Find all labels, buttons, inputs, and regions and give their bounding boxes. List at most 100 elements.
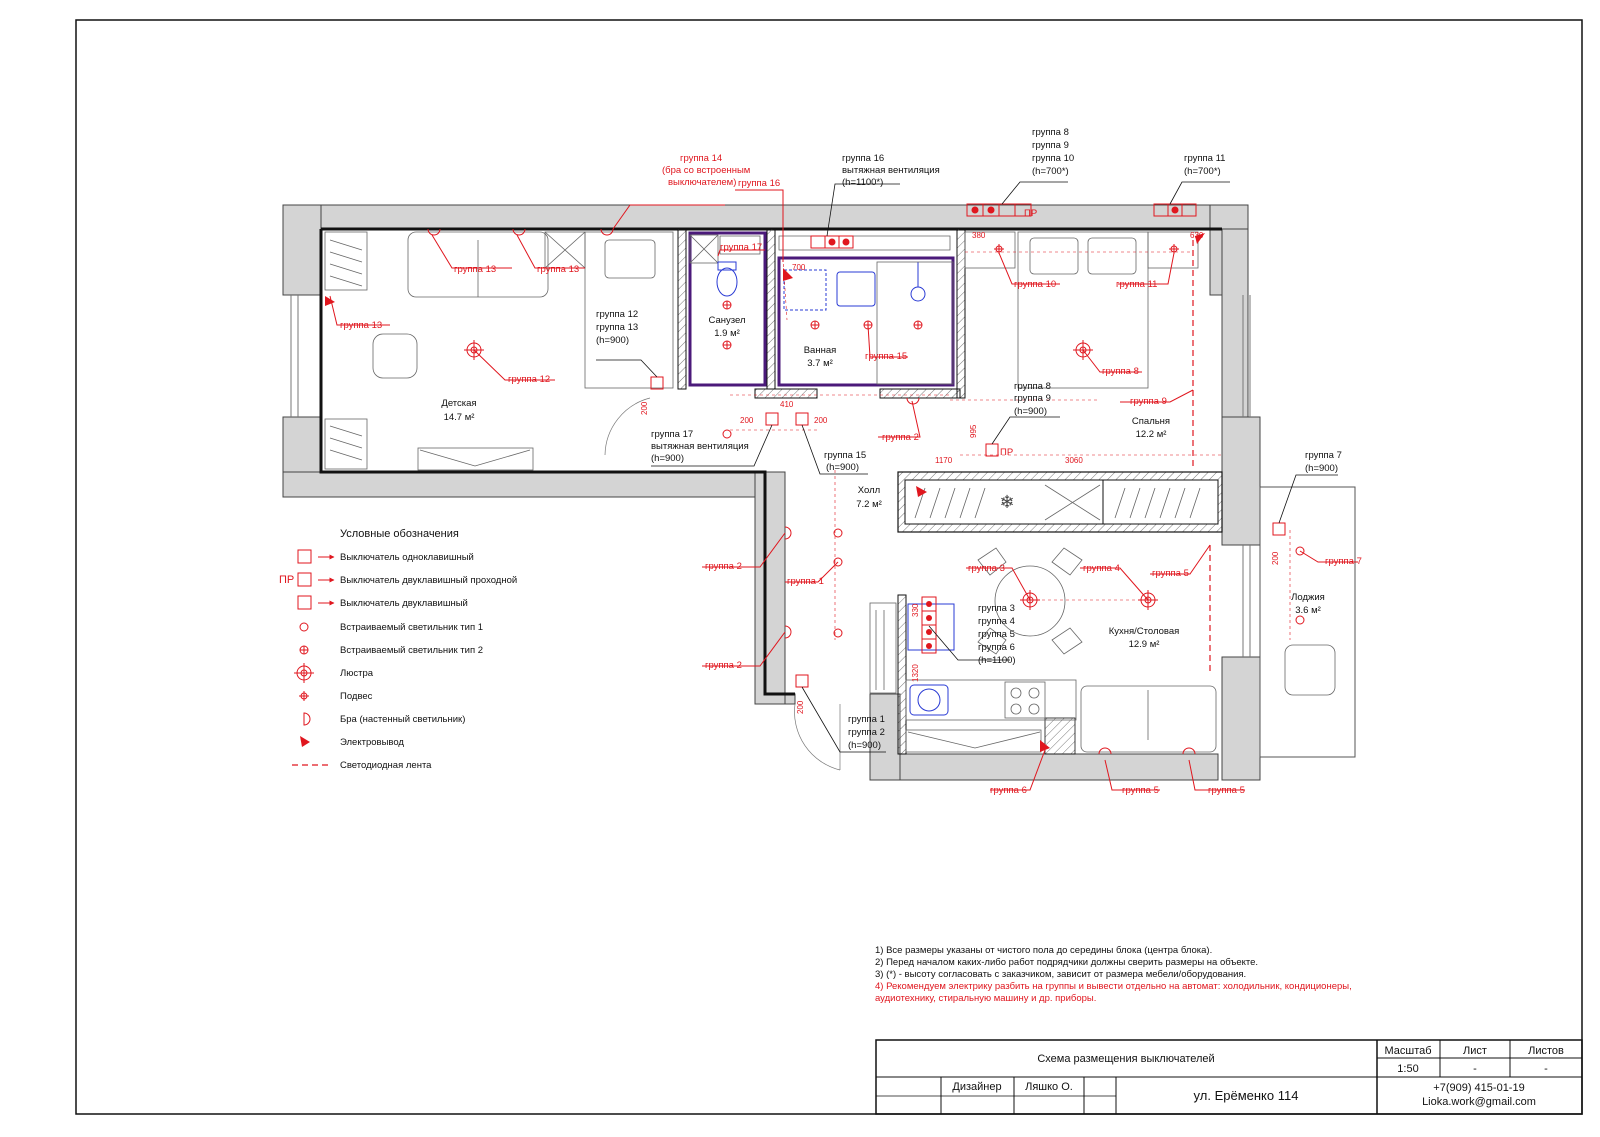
led-strips bbox=[730, 240, 1291, 675]
email: Lioka.work@gmail.com bbox=[1422, 1096, 1536, 1108]
svg-text:группа 4: группа 4 bbox=[978, 616, 1015, 627]
switches bbox=[650, 203, 1286, 688]
svg-text:группа 2: группа 2 bbox=[705, 660, 742, 671]
outer-walls bbox=[282, 204, 1261, 781]
svg-text:группа 3: группа 3 bbox=[978, 603, 1015, 614]
group-labels: группа 14 (бра со встроенным выключателе… bbox=[340, 127, 1362, 796]
svg-text:(h=900): (h=900) bbox=[596, 335, 629, 346]
svg-text:группа 5: группа 5 bbox=[1122, 785, 1159, 796]
black-leaders bbox=[596, 181, 1338, 753]
svg-text:группа 16: группа 16 bbox=[842, 153, 884, 164]
phone: +7(909) 415-01-19 bbox=[1433, 1082, 1524, 1094]
light-fixtures bbox=[325, 228, 1305, 755]
svg-text:группа 3: группа 3 bbox=[968, 563, 1005, 574]
svg-text:380: 380 bbox=[972, 231, 986, 240]
furniture: ❄ bbox=[324, 231, 1336, 771]
svg-text:группа 15: группа 15 bbox=[865, 351, 907, 362]
group-leaders bbox=[329, 189, 1358, 791]
svg-text:Встраиваемый светильник тип 2: Встраиваемый светильник тип 2 bbox=[340, 645, 483, 656]
svg-text:7.2 м²: 7.2 м² bbox=[856, 499, 882, 510]
svg-text:группа 6: группа 6 bbox=[978, 642, 1015, 653]
svg-text:Выключатель двуклавишный: Выключатель двуклавишный bbox=[340, 598, 468, 609]
svg-text:Санузел: Санузел bbox=[708, 315, 745, 326]
svg-text:200: 200 bbox=[1271, 551, 1280, 565]
address: ул. Ерёменко 114 bbox=[1194, 1088, 1299, 1103]
svg-text:группа 8: группа 8 bbox=[1014, 381, 1051, 392]
svg-text:(h=700*): (h=700*) bbox=[1184, 166, 1221, 177]
svg-text:3.7 м²: 3.7 м² bbox=[807, 358, 833, 369]
svg-text:группа 12: группа 12 bbox=[508, 374, 550, 385]
svg-text:группа 5: группа 5 bbox=[1152, 568, 1189, 579]
svg-text:2) Перед началом каких-либо ра: 2) Перед началом каких-либо работ подряд… bbox=[875, 957, 1258, 968]
svg-text:группа 13: группа 13 bbox=[340, 320, 382, 331]
svg-text:Дизайнер: Дизайнер bbox=[952, 1081, 1001, 1093]
svg-text:995: 995 bbox=[969, 424, 978, 438]
svg-text:группа 15: группа 15 bbox=[824, 450, 866, 461]
svg-text:Холл: Холл bbox=[858, 485, 880, 496]
svg-text:630: 630 bbox=[1190, 231, 1204, 240]
notes: 1) Все размеры указаны от чистого пола д… bbox=[875, 945, 1352, 1004]
legend-title: Условные обозначения bbox=[340, 528, 459, 540]
svg-text:группа 11: группа 11 bbox=[1116, 279, 1157, 290]
svg-text:группа 13: группа 13 bbox=[596, 322, 638, 333]
svg-text:-: - bbox=[1544, 1063, 1548, 1075]
svg-text:группа 1: группа 1 bbox=[848, 714, 885, 725]
svg-text:выключателем): выключателем) bbox=[668, 177, 736, 188]
svg-text:группа 2: группа 2 bbox=[848, 727, 885, 738]
svg-text:группа 7: группа 7 bbox=[1305, 450, 1342, 461]
svg-text:(h=900): (h=900) bbox=[848, 740, 881, 751]
svg-text:группа 2: группа 2 bbox=[705, 561, 742, 572]
svg-text:Лоджия: Лоджия bbox=[1291, 592, 1325, 603]
svg-text:группа 13: группа 13 bbox=[537, 264, 579, 275]
sheet-frame bbox=[75, 19, 1583, 1115]
svg-text:Выключатель одноклавишный: Выключатель одноклавишный bbox=[340, 552, 474, 563]
svg-text:3) (*) - высоту согласовать с: 3) (*) - высоту согласовать с заказчиком… bbox=[875, 969, 1246, 980]
svg-text:группа 10: группа 10 bbox=[1032, 153, 1074, 164]
designer-name: Ляшко О. bbox=[1025, 1081, 1073, 1093]
svg-text:вытяжная вентиляция: вытяжная вентиляция bbox=[651, 441, 749, 452]
svg-text:Масштаб: Масштаб bbox=[1384, 1045, 1431, 1057]
svg-text:(h=1100): (h=1100) bbox=[978, 655, 1016, 666]
svg-text:12.2 м²: 12.2 м² bbox=[1136, 429, 1167, 440]
svg-text:группа 8: группа 8 bbox=[1032, 127, 1069, 138]
svg-text:группа 14: группа 14 bbox=[680, 153, 722, 164]
svg-text:(h=1100*): (h=1100*) bbox=[842, 177, 883, 188]
svg-text:-: - bbox=[1473, 1063, 1477, 1075]
svg-text:4) Рекомендуем электрику разби: 4) Рекомендуем электрику разбить на груп… bbox=[875, 981, 1352, 992]
svg-text:Электровывод: Электровывод bbox=[340, 737, 404, 748]
svg-text:Выключатель двуклавишный прохо: Выключатель двуклавишный проходной bbox=[340, 575, 517, 586]
svg-text:группа 1: группа 1 bbox=[787, 576, 824, 587]
svg-text:группа 9: группа 9 bbox=[1130, 396, 1167, 407]
svg-text:Лист: Лист bbox=[1463, 1045, 1487, 1057]
legend: Условные обозначения Выключатель однокла… bbox=[279, 528, 517, 771]
svg-text:группа 9: группа 9 bbox=[1032, 140, 1069, 151]
title-block: Схема размещения выключателей Масштаб Ли… bbox=[875, 1039, 1583, 1115]
svg-text:группа 5: группа 5 bbox=[978, 629, 1015, 640]
svg-text:группа 16: группа 16 bbox=[738, 178, 780, 189]
svg-text:группа 4: группа 4 bbox=[1083, 563, 1120, 574]
svg-text:группа 7: группа 7 bbox=[1325, 556, 1362, 567]
svg-text:группа 12: группа 12 bbox=[596, 309, 638, 320]
svg-text:Подвес: Подвес bbox=[340, 691, 373, 702]
svg-text:1320: 1320 bbox=[911, 664, 920, 682]
spot-type1 bbox=[722, 429, 732, 439]
svg-text:1) Все размеры указаны от чист: 1) Все размеры указаны от чистого пола д… bbox=[875, 945, 1212, 956]
svg-text:1:50: 1:50 bbox=[1397, 1063, 1418, 1075]
svg-text:Бра (настенный светильник): Бра (настенный светильник) bbox=[340, 714, 465, 725]
svg-text:200: 200 bbox=[740, 416, 754, 425]
svg-text:аудиотехнику, стиральную машин: аудиотехнику, стиральную машину и др. пр… bbox=[875, 993, 1096, 1004]
inner-walls bbox=[319, 227, 1356, 758]
svg-text:Листов: Листов bbox=[1528, 1045, 1564, 1057]
dimensions: 700 380 630 200 200 410 200 995 1170 306… bbox=[640, 231, 1280, 714]
svg-text:410: 410 bbox=[780, 400, 794, 409]
svg-text:группа 2: группа 2 bbox=[882, 432, 919, 443]
svg-text:Спальня: Спальня bbox=[1132, 416, 1170, 427]
svg-text:Люстра: Люстра bbox=[340, 668, 374, 679]
svg-text:12.9 м²: 12.9 м² bbox=[1129, 639, 1160, 650]
svg-text:группа 17: группа 17 bbox=[720, 242, 762, 253]
svg-text:группа 10: группа 10 bbox=[1014, 279, 1056, 290]
pr-mark-holl: ПР bbox=[1000, 447, 1013, 458]
svg-text:200: 200 bbox=[796, 700, 805, 714]
svg-text:группа 17: группа 17 bbox=[651, 429, 693, 440]
